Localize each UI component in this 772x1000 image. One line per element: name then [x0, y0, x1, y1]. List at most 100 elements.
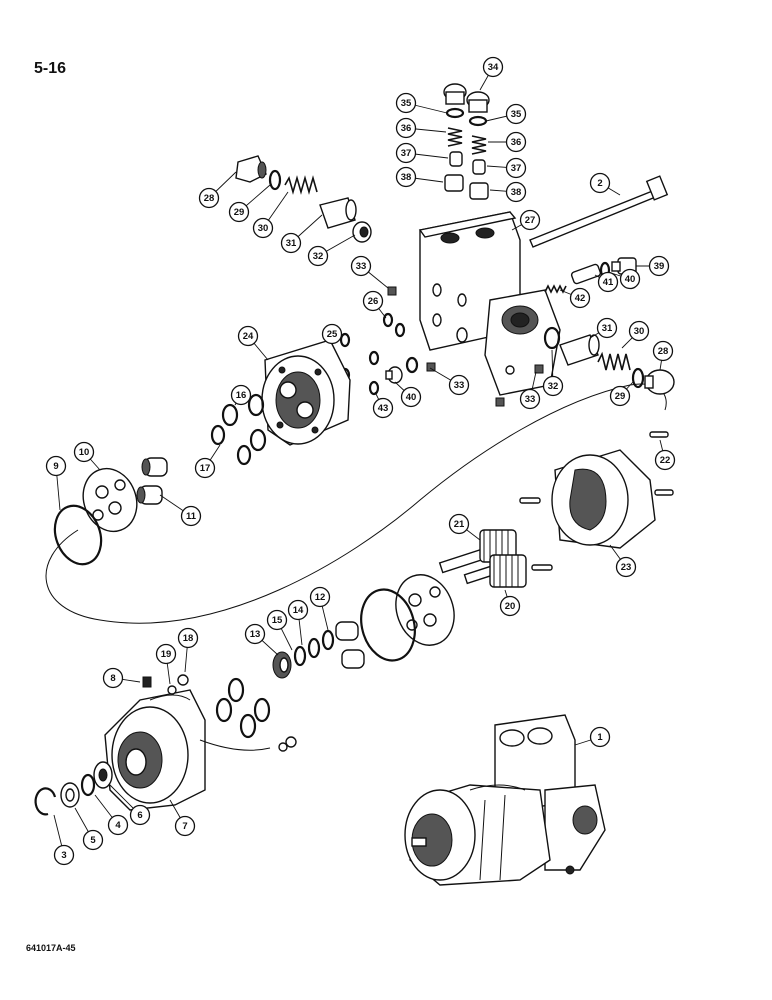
callout-42: 42: [569, 287, 591, 309]
callout-number: 17: [200, 463, 211, 474]
callout-36: 36: [395, 117, 417, 139]
o-ring-icon: [405, 356, 419, 374]
spring-icon: [471, 135, 487, 155]
callout-bubble: [395, 166, 417, 188]
spool-icon: [559, 334, 600, 366]
callout-number: 32: [548, 381, 559, 392]
set-screw-icon: [495, 397, 505, 407]
poppet-icon: [449, 151, 463, 167]
seal-ring-icon: [215, 697, 233, 723]
spool-icon: [319, 197, 357, 229]
callout-bubble: [654, 449, 676, 471]
callout-29: 29: [228, 201, 250, 223]
callout-17: 17: [194, 457, 216, 479]
callout-bubble: [505, 131, 527, 153]
callout-bubble: [609, 385, 631, 407]
callout-number: 19: [161, 649, 172, 660]
callout-21: 21: [448, 513, 470, 535]
callout-bubble: [395, 92, 417, 114]
callout-number: 40: [406, 392, 417, 403]
seat-icon: [469, 182, 489, 200]
callout-bubble: [400, 386, 422, 408]
assembled-pump-icon: [404, 714, 606, 886]
front-housing-icon: [104, 689, 206, 811]
o-ring-icon: [53, 504, 103, 566]
callout-bubble: [309, 586, 331, 608]
callout-35: 35: [395, 92, 417, 114]
callout-bubble: [73, 441, 95, 463]
dowel-pin-icon: [519, 497, 541, 504]
callout-41: 41: [597, 271, 619, 293]
callout-number: 36: [401, 123, 412, 134]
snap-ring-icon: [34, 787, 57, 816]
callout-bubble: [287, 599, 309, 621]
seat-icon: [444, 174, 464, 192]
dowel-pin-icon: [654, 489, 674, 496]
callout-35: 35: [505, 103, 527, 125]
callout-bubble: [648, 255, 670, 277]
callout-bubble: [619, 268, 641, 290]
callout-40: 40: [400, 386, 422, 408]
callout-bubble: [321, 323, 343, 345]
callout-33: 33: [448, 374, 470, 396]
callout-bubble: [177, 627, 199, 649]
callout-bubble: [230, 384, 252, 406]
callout-number: 27: [525, 215, 536, 226]
callout-bubble: [542, 375, 564, 397]
callout-number: 42: [575, 293, 586, 304]
callout-bubble: [228, 201, 250, 223]
callout-number: 30: [634, 326, 645, 337]
callout-bubble: [174, 815, 196, 837]
callout-bubble: [519, 388, 541, 410]
callout-38: 38: [395, 166, 417, 188]
callout-number: 16: [236, 390, 247, 401]
callout-bubble: [82, 829, 104, 851]
callout-bubble: [180, 505, 202, 527]
tie-bolt-icon: [529, 175, 669, 248]
o-ring-icon: [394, 322, 406, 338]
callout-28: 28: [198, 187, 220, 209]
spring-icon: [447, 127, 463, 147]
callout-number: 29: [615, 391, 626, 402]
callout-39: 39: [648, 255, 670, 277]
seal-ring-icon: [221, 403, 239, 427]
ball-icon: [167, 685, 177, 695]
callout-bubble: [652, 340, 674, 362]
callout-bubble: [448, 374, 470, 396]
callout-32: 32: [542, 375, 564, 397]
callout-37: 37: [395, 142, 417, 164]
seal-ring-icon: [249, 428, 267, 452]
drive-gear-icon: [438, 529, 517, 574]
callout-number: 38: [511, 187, 522, 198]
o-ring-icon: [631, 367, 645, 389]
callout-13: 13: [244, 623, 266, 645]
callout-bubble: [155, 643, 177, 665]
callout-33: 33: [519, 388, 541, 410]
callout-number: 37: [511, 163, 522, 174]
callout-2: 2: [589, 172, 611, 194]
callout-bubble: [505, 157, 527, 179]
callout-number: 12: [315, 592, 326, 603]
callout-bubble: [237, 325, 259, 347]
callout-bubble: [596, 317, 618, 339]
set-screw-icon: [534, 364, 544, 374]
callout-26: 26: [362, 290, 384, 312]
callout-number: 22: [660, 455, 671, 466]
callout-number: 37: [401, 148, 412, 159]
callout-bubble: [362, 290, 384, 312]
seal-ring-icon: [239, 713, 257, 739]
callout-bubble: [244, 623, 266, 645]
gear-housing-icon: [551, 449, 656, 549]
callout-20: 20: [499, 595, 521, 617]
callout-bubble: [597, 271, 619, 293]
callout-24: 24: [237, 325, 259, 347]
callout-bubble: [589, 172, 611, 194]
callout-bubble: [252, 217, 274, 239]
callout-number: 41: [603, 277, 614, 288]
callout-1: 1: [589, 726, 611, 748]
callout-number: 40: [625, 274, 636, 285]
callout-bubble: [280, 232, 302, 254]
ring-icon: [293, 645, 307, 667]
shaft-seal-icon: [93, 761, 113, 789]
